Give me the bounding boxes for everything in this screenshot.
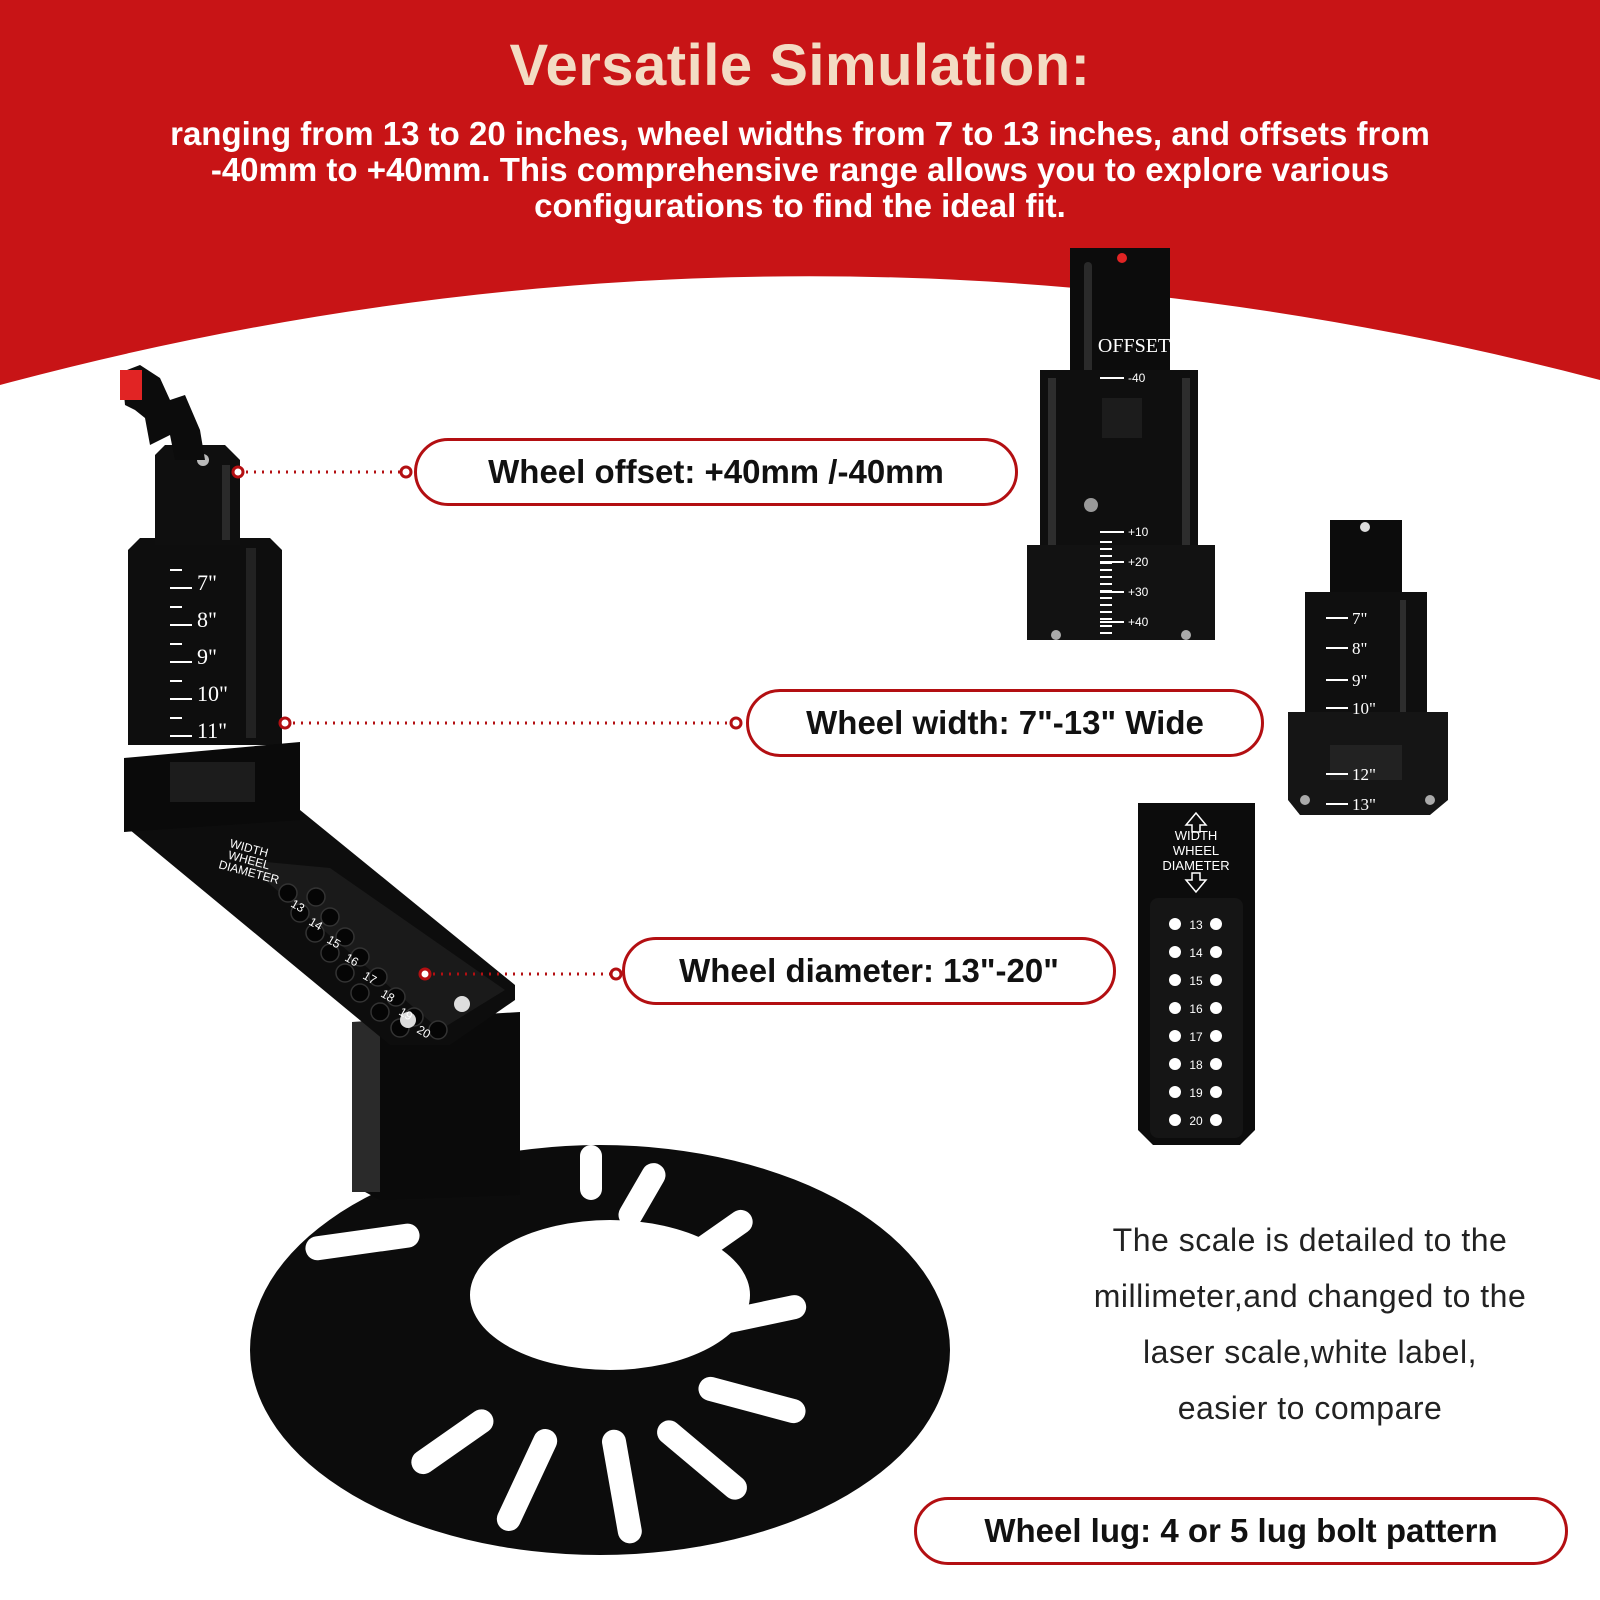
hook-top (122, 365, 205, 460)
offset-scale-label: +40 (1128, 615, 1149, 629)
detail-label-line: WIDTH (1175, 828, 1218, 843)
diameter-scale-label: 13 (289, 896, 308, 915)
note-line: millimeter,and changed to the (1093, 1278, 1527, 1314)
offset-scale-label: +10 (1128, 525, 1149, 539)
detail-label-line: WHEEL (1173, 843, 1219, 858)
note-line: The scale is detailed to the (1112, 1222, 1508, 1258)
subtitle-line: -40mm to +40mm. This comprehensive range… (210, 151, 1390, 188)
leader-dot-diameter (418, 967, 432, 981)
subtitle-line: configurations to find the ideal fit. (534, 187, 1066, 224)
width-detail-label: 13" (1352, 795, 1376, 814)
red-tip (120, 370, 142, 400)
width-detail-gauge (1288, 520, 1448, 815)
detail-diameter-label: 14 (1189, 946, 1203, 960)
leader-dot-width (278, 716, 292, 730)
width-scale-label: 10" (197, 681, 228, 706)
callout-width: Wheel width: 7"-13" Wide (746, 689, 1264, 757)
detail-diameter-label: 15 (1189, 974, 1203, 988)
note-line: easier to compare (1177, 1390, 1443, 1426)
leader-lines (238, 470, 732, 976)
width-detail-label: 8" (1352, 639, 1367, 658)
width-detail-label: 9" (1352, 671, 1367, 690)
detail-diameter-label: 18 (1189, 1058, 1203, 1072)
diameter-scale-label: 19 (397, 1004, 416, 1023)
offset-scale-label: +20 (1128, 555, 1149, 569)
red-banner (0, 0, 1600, 385)
detail-diameter-label: 16 (1189, 1002, 1203, 1016)
scale-note: The scale is detailed to the millimeter,… (1040, 1212, 1580, 1436)
diameter-scale-label: 16 (343, 950, 362, 969)
width-detail-label: 10" (1352, 699, 1376, 718)
leader-end-width (729, 716, 743, 730)
leader-dot-offset (231, 465, 245, 479)
diameter-scale-label: 18 (379, 986, 398, 1005)
detail-diameter-label: 17 (1189, 1030, 1203, 1044)
width-scale-label: 9" (197, 644, 217, 669)
diameter-detail-bar (1138, 803, 1255, 1145)
width-scale-label: 11" (197, 718, 227, 743)
diameter-scale-label: 20 (415, 1022, 434, 1041)
detail-diameter-label: 13 (1189, 918, 1203, 932)
width-upright (128, 538, 282, 745)
support-post (352, 1012, 520, 1200)
leader-end-diameter (609, 967, 623, 981)
width-scale-label: 8" (197, 607, 217, 632)
leader-end-offset (399, 465, 413, 479)
headline-title: Versatile Simulation: (509, 33, 1091, 98)
width-detail-label: 12" (1352, 765, 1376, 784)
callout-lug: Wheel lug: 4 or 5 lug bolt pattern (914, 1497, 1568, 1565)
detail-diameter-label: 19 (1189, 1086, 1203, 1100)
note-line: laser scale,white label, (1143, 1334, 1477, 1370)
callout-offset: Wheel offset: +40mm /-40mm (414, 438, 1018, 506)
detail-diameter-label: 20 (1189, 1114, 1203, 1128)
offset-detail-gauge (1027, 248, 1215, 640)
subtitle-line: ranging from 13 to 20 inches, wheel widt… (170, 115, 1430, 152)
callout-diameter: Wheel diameter: 13"-20" (622, 937, 1116, 1005)
width-detail-label: 7" (1352, 609, 1367, 628)
offset-label: OFFSET (1098, 335, 1170, 357)
lug-base-plate (250, 1145, 950, 1555)
detail-label-line: DIAMETER (1162, 858, 1229, 873)
diameter-scale-label: 17 (361, 968, 380, 987)
headline-subtitle: ranging from 13 to 20 inches, wheel widt… (90, 116, 1510, 224)
diameter-scale-label: 15 (325, 932, 344, 951)
offset-scale-label: +30 (1128, 585, 1149, 599)
offset-upright (155, 445, 240, 545)
diameter-scale-label: 14 (307, 914, 326, 933)
offset-scale-label: -40 (1128, 371, 1146, 385)
width-scale-label: 7" (197, 570, 217, 595)
